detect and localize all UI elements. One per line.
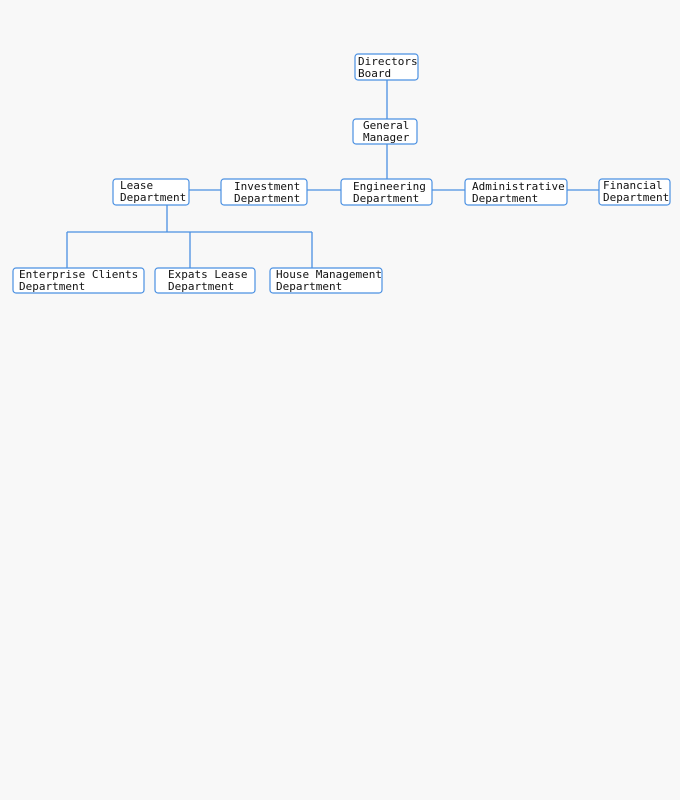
node-label-line-1: Investment — [234, 180, 300, 193]
node-label-line-1: Financial — [603, 179, 663, 192]
node-box — [154, 267, 256, 294]
node-box — [464, 178, 568, 206]
node-label-line-2: Department — [19, 280, 85, 293]
node-label-line-2: Department — [603, 191, 669, 204]
node-box — [340, 178, 433, 206]
node-label-line-1: Lease — [120, 179, 153, 192]
node-box — [112, 178, 190, 206]
node-label-line-1: House Management — [276, 268, 382, 281]
node-label-line-1: Expats Lease — [168, 268, 247, 281]
node-label-line-2: Department — [120, 191, 186, 204]
node-expats-lease-department: Expats Lease Department — [154, 267, 256, 294]
node-label-line-2: Department — [168, 280, 234, 293]
node-engineering-department: Engineering Department — [340, 178, 433, 206]
node-box — [12, 267, 145, 294]
node-enterprise-clients-department: Enterprise Clients Department — [12, 267, 145, 294]
node-box — [352, 118, 418, 145]
node-label-line-1: General — [363, 119, 409, 132]
node-house-management-department: House Management Department — [269, 267, 383, 294]
node-label-line-2: Department — [234, 192, 300, 205]
node-investment-department: Investment Department — [220, 178, 308, 206]
node-general-manager: General Manager — [352, 118, 418, 145]
node-financial-department: Financial Department — [598, 178, 671, 206]
node-box — [354, 53, 419, 81]
connectors — [66, 80, 599, 268]
node-label-line-2: Department — [276, 280, 342, 293]
node-label-line-1: Directors — [358, 55, 418, 68]
node-box — [269, 267, 383, 294]
node-label-line-2: Department — [353, 192, 419, 205]
node-box — [220, 178, 308, 206]
node-box — [598, 178, 671, 206]
node-label-line-1: Engineering — [353, 180, 426, 193]
node-label-line-2: Department — [472, 192, 538, 205]
node-administrative-department: Administrative Department — [464, 178, 568, 206]
node-label-line-1: Enterprise Clients — [19, 268, 138, 281]
node-label-line-2: Board — [358, 67, 391, 80]
node-directors-board: Directors Board — [354, 53, 419, 81]
node-lease-department: Lease Department — [112, 178, 190, 206]
node-label-line-2: Manager — [363, 131, 410, 144]
node-label-line-1: Administrative — [472, 180, 565, 193]
